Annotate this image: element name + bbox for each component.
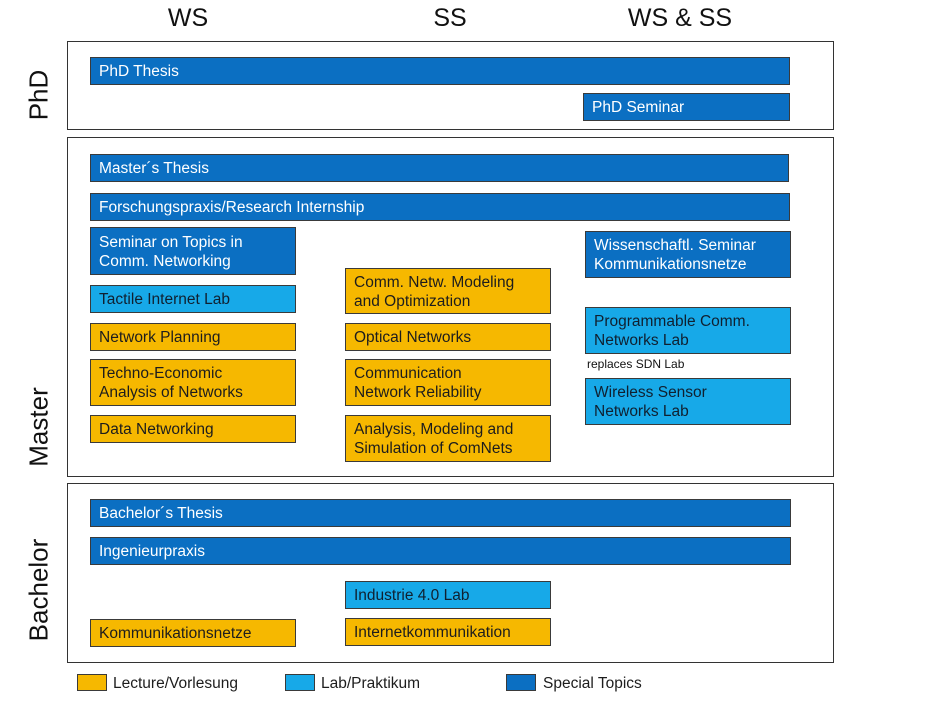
kommunikationsnetze-label: Kommunikationsnetze bbox=[99, 624, 252, 642]
column-header-ws: WS bbox=[167, 4, 209, 32]
data-networking-label: Data Networking bbox=[99, 420, 214, 438]
phd-seminar-box: PhD Seminar bbox=[583, 93, 790, 121]
techno-economic-line-1: Techno-Economic bbox=[99, 365, 223, 382]
row-label-bachelor: Bachelor bbox=[23, 538, 54, 642]
analysis-modeling-line-1: Analysis, Modeling and bbox=[354, 421, 514, 438]
comm-modeling-line-1: Comm. Netw. Modeling bbox=[354, 274, 515, 291]
phd-thesis-label: PhD Thesis bbox=[99, 62, 179, 80]
tactile-lab-label: Tactile Internet Lab bbox=[99, 290, 230, 308]
wireless-lab-line-2: Networks Lab bbox=[594, 403, 689, 420]
research-internship-box: Forschungspraxis/Research Internship bbox=[90, 193, 790, 221]
column-header-ws-ss: WS & SS bbox=[627, 4, 733, 32]
research-internship-label: Forschungspraxis/Research Internship bbox=[99, 198, 365, 216]
master-thesis-box: Master´s Thesis bbox=[90, 154, 789, 182]
wiss-seminar-box: Wissenschaftl. Seminar Kommunikationsnet… bbox=[585, 231, 791, 278]
wiss-seminar-line-1: Wissenschaftl. Seminar bbox=[594, 237, 756, 254]
wireless-lab-line-1: Wireless Sensor bbox=[594, 384, 707, 401]
legend-label-special: Special Topics bbox=[543, 675, 642, 692]
tactile-lab-box: Tactile Internet Lab bbox=[90, 285, 296, 313]
bachelor-thesis-label: Bachelor´s Thesis bbox=[99, 504, 223, 522]
seminar-topics-line-2: Comm. Networking bbox=[99, 253, 231, 270]
comm-modeling-box: Comm. Netw. Modeling and Optimization bbox=[345, 268, 551, 314]
network-planning-box: Network Planning bbox=[90, 323, 296, 351]
seminar-topics-line-1: Seminar on Topics in bbox=[99, 234, 243, 251]
analysis-modeling-line-2: Simulation of ComNets bbox=[354, 440, 513, 457]
network-planning-label: Network Planning bbox=[99, 328, 221, 346]
legend-swatch-special bbox=[506, 674, 536, 691]
column-header-ss: SS bbox=[433, 4, 467, 32]
programmable-lab-line-1: Programmable Comm. bbox=[594, 313, 750, 330]
legend-label-lab: Lab/Praktikum bbox=[321, 675, 421, 692]
wiss-seminar-line-2: Kommunikationsnetze bbox=[594, 256, 747, 273]
programmable-lab-box: Programmable Comm. Networks Lab bbox=[585, 307, 791, 354]
phd-seminar-label: PhD Seminar bbox=[592, 98, 685, 116]
seminar-topics-box: Seminar on Topics in Comm. Networking bbox=[90, 227, 296, 275]
wireless-lab-box: Wireless Sensor Networks Lab bbox=[585, 378, 791, 425]
row-label-master: Master bbox=[23, 387, 54, 467]
comm-reliability-line-1: Communication bbox=[354, 365, 462, 382]
programmable-lab-line-2: Networks Lab bbox=[594, 332, 689, 349]
comm-reliability-box: Communication Network Reliability bbox=[345, 359, 551, 406]
phd-thesis-box: PhD Thesis bbox=[90, 57, 790, 85]
legend-swatch-lecture bbox=[77, 674, 107, 691]
internetkommunikation-label: Internetkommunikation bbox=[354, 623, 511, 641]
kommunikationsnetze-box: Kommunikationsnetze bbox=[90, 619, 296, 647]
legend-label-lecture: Lecture/Vorlesung bbox=[113, 675, 238, 692]
comm-reliability-line-2: Network Reliability bbox=[354, 384, 482, 401]
techno-economic-line-2: Analysis of Networks bbox=[99, 384, 243, 401]
legend-swatch-lab bbox=[285, 674, 315, 691]
industrie-lab-box: Industrie 4.0 Lab bbox=[345, 581, 551, 609]
master-thesis-label: Master´s Thesis bbox=[99, 159, 209, 177]
replaces-sdn-note: replaces SDN Lab bbox=[587, 357, 685, 371]
row-label-phd: PhD bbox=[23, 69, 54, 121]
analysis-modeling-box: Analysis, Modeling and Simulation of Com… bbox=[345, 415, 551, 462]
bachelor-thesis-box: Bachelor´s Thesis bbox=[90, 499, 791, 527]
ingenieurpraxis-label: Ingenieurpraxis bbox=[99, 542, 205, 560]
comm-modeling-line-2: and Optimization bbox=[354, 293, 471, 310]
data-networking-box: Data Networking bbox=[90, 415, 296, 443]
optical-networks-label: Optical Networks bbox=[354, 328, 472, 346]
internetkommunikation-box: Internetkommunikation bbox=[345, 618, 551, 646]
techno-economic-box: Techno-Economic Analysis of Networks bbox=[90, 359, 296, 406]
optical-networks-box: Optical Networks bbox=[345, 323, 551, 351]
ingenieurpraxis-box: Ingenieurpraxis bbox=[90, 537, 791, 565]
industrie-lab-label: Industrie 4.0 Lab bbox=[354, 586, 470, 604]
